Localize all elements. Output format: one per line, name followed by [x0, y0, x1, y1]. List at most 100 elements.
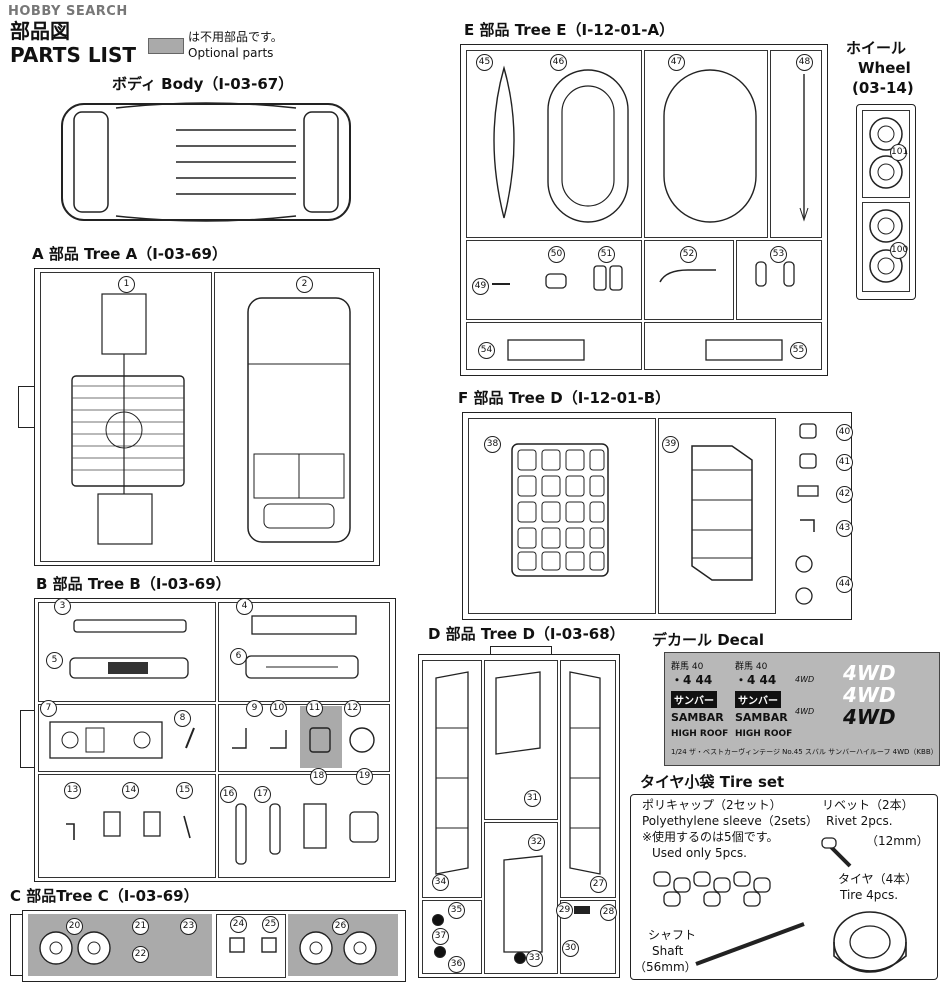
- part-number-5: 5: [46, 652, 63, 669]
- part-number-13: 13: [64, 782, 81, 799]
- body-shell-drawing: [61, 102, 351, 222]
- body-section-label: ボディ Body（I-03-67）: [112, 75, 294, 93]
- part-number-23: 23: [180, 918, 197, 935]
- decal-4wd-small-2: 4WD: [795, 707, 815, 716]
- shaft-label-jp: シャフト: [648, 928, 697, 942]
- tire-label-jp: タイヤ（4本）: [838, 872, 918, 886]
- legend-en: Optional parts: [188, 46, 274, 60]
- part-number-50: 50: [548, 246, 565, 263]
- tree-d-runner-tab: [490, 646, 552, 655]
- part-number-51: 51: [598, 246, 615, 263]
- optional-parts-swatch: [148, 38, 184, 54]
- part-number-41: 41: [836, 454, 853, 471]
- tree-b-grille-drawings: [245, 615, 359, 679]
- part-number-33: 33: [526, 950, 543, 967]
- tree-f-label: F 部品 Tree D（I-12-01-B）: [458, 389, 671, 407]
- tree-b-bottom-parts-drawing: [66, 803, 379, 865]
- tree-e-cell-8: [644, 322, 822, 370]
- part-number-11: 11: [306, 700, 323, 717]
- tree-b-dashboard-drawing: [49, 721, 195, 759]
- part-number-16: 16: [220, 786, 237, 803]
- shaft-label-en: Shaft: [652, 944, 684, 958]
- part-number-48: 48: [796, 54, 813, 71]
- part-number-45: 45: [476, 54, 493, 71]
- wheel-cell-bottom: [862, 202, 910, 292]
- tree-c-cell-middle: [216, 914, 286, 978]
- tree-d-dark-part-c: [514, 952, 526, 964]
- part-number-6: 6: [230, 648, 247, 665]
- decal-4wd-white-2: 4WD: [843, 683, 896, 707]
- tree-b-cell-mid-left: [38, 704, 216, 772]
- tree-f-cell-1: [468, 418, 656, 614]
- tree-a-frame: [34, 268, 380, 566]
- tree-c-label: C 部品Tree C（I-03-69）: [10, 887, 199, 905]
- tree-f-cell-2: [658, 418, 776, 614]
- part-number-19: 19: [356, 768, 373, 785]
- tree-e-label: E 部品 Tree E（I-12-01-A）: [464, 21, 675, 39]
- tire-set-label: タイヤ小袋 Tire set: [640, 773, 785, 791]
- decal-sambar-jp-2: サンバー: [735, 691, 781, 708]
- tree-b-cell-top-right: [218, 602, 390, 702]
- part-number-34: 34: [432, 874, 449, 891]
- decal-plate-number-top-2: 群馬 40: [735, 662, 768, 672]
- tree-d-window-drawings: [435, 671, 601, 875]
- tree-b-cell-mid-right: [218, 704, 390, 772]
- part-number-1: 1: [118, 276, 135, 293]
- decal-plate-number: ・4 44: [671, 673, 713, 687]
- part-number-22: 22: [132, 946, 149, 963]
- page-title-jp: 部品図: [10, 19, 70, 43]
- wheel-cell-top: [862, 110, 910, 198]
- tree-d-cell-left: [422, 660, 482, 898]
- part-number-4: 4: [236, 598, 253, 615]
- part-number-26: 26: [332, 918, 349, 935]
- tree-d-cell-middle: [484, 660, 558, 820]
- part-number-54: 54: [478, 342, 495, 359]
- decal-high-roof: HIGH ROOF: [671, 729, 729, 739]
- part-number-38: 38: [484, 436, 501, 453]
- tree-d-label: D 部品 Tree D（I-03-68）: [428, 625, 625, 643]
- page-title-en: PARTS LIST: [10, 43, 137, 67]
- part-number-31: 31: [524, 790, 541, 807]
- tree-e-parts-drawing: [492, 65, 809, 361]
- part-1-chassis-drawing: [71, 293, 185, 545]
- part-number-42: 42: [836, 486, 853, 503]
- decal-sambar-jp: サンバー: [671, 691, 717, 708]
- part-number-29: 29: [556, 902, 573, 919]
- tree-d-cell-bottom-right: [560, 900, 616, 974]
- tree-d-cell-bottom-left: [422, 900, 482, 974]
- tree-d-dark-part-d: [574, 906, 590, 914]
- part-number-17: 17: [254, 786, 271, 803]
- polycap-note-jp: ※使用するのは5個です。: [642, 830, 779, 844]
- tree-e-cell-3: [770, 50, 822, 238]
- part-number-46: 46: [550, 54, 567, 71]
- part-number-53: 53: [770, 246, 787, 263]
- part-number-28: 28: [600, 904, 617, 921]
- tree-d-dark-part-b: [434, 946, 446, 958]
- part-number-3: 3: [54, 598, 71, 615]
- tree-b-small-parts-drawing: [232, 727, 375, 753]
- part-number-14: 14: [122, 782, 139, 799]
- wheel-label-jp: ホイール: [846, 39, 907, 57]
- part-number-40: 40: [836, 424, 853, 441]
- decal-plate-number-2: ・4 44: [735, 673, 777, 687]
- tree-a-label: A 部品 Tree A（I-03-69）: [32, 245, 227, 263]
- part-number-20: 20: [66, 918, 83, 935]
- tree-f-small-parts-drawing: [795, 423, 819, 605]
- watermark-logo: HOBBY SEARCH: [8, 4, 128, 19]
- part-number-24: 24: [230, 916, 247, 933]
- legend-jp: は不用部品です。: [188, 30, 283, 44]
- part-number-30: 30: [562, 940, 579, 957]
- part-number-12: 12: [344, 700, 361, 717]
- part-number-35: 35: [448, 902, 465, 919]
- part-number-101: 101: [890, 144, 908, 161]
- tree-e-cell-6: [736, 240, 822, 320]
- part-number-7: 7: [40, 700, 57, 717]
- tree-e-cell-7: [466, 322, 642, 370]
- tree-e-cell-2: [644, 50, 768, 238]
- tree-b-runner-tab: [20, 710, 35, 768]
- part-number-8: 8: [174, 710, 191, 727]
- decal-plate-number-top: 群馬 40: [671, 662, 704, 672]
- part-number-9: 9: [246, 700, 263, 717]
- tree-a-cell-2: [214, 272, 374, 562]
- part-number-32: 32: [528, 834, 545, 851]
